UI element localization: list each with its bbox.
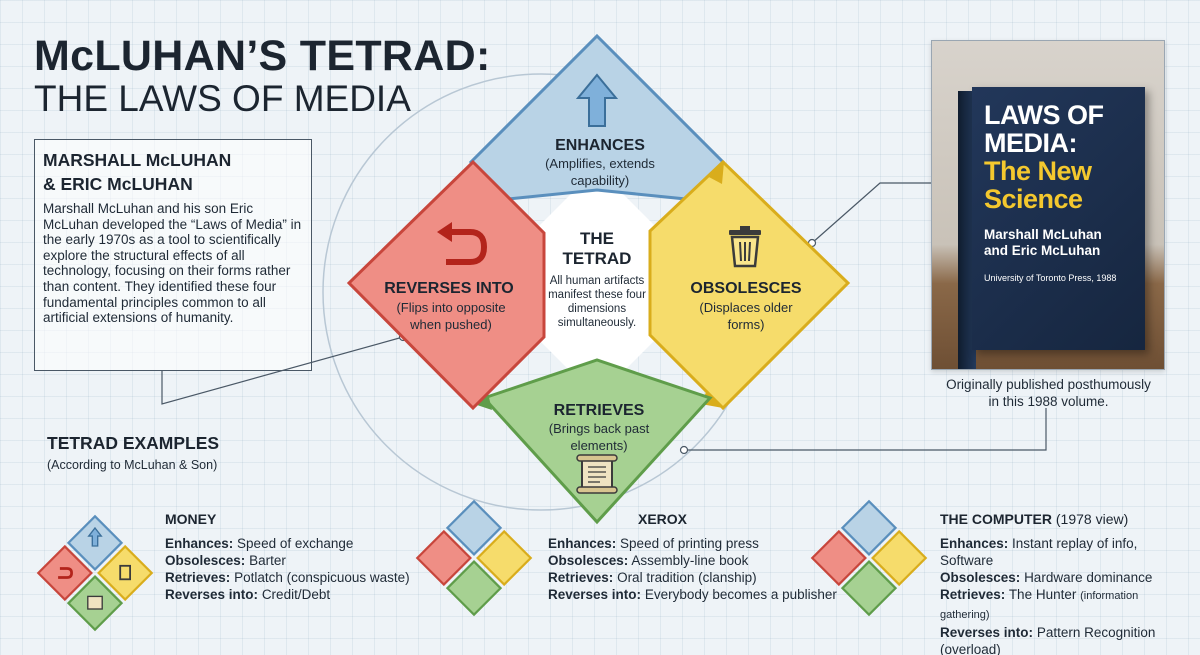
example-computer-reverses-line2: (overload) xyxy=(940,642,1001,655)
example-xerox-reverses: Reverses into: Everybody becomes a publi… xyxy=(548,587,837,602)
authors-connector-line xyxy=(161,336,404,405)
authors-heading-line1: MARSHALL McLUHAN xyxy=(43,150,232,170)
example-computer-title: THE COMPUTER (1978 view) xyxy=(940,511,1129,527)
example-money-reverses: Reverses into: Credit/Debt xyxy=(165,587,331,602)
example-money-title: MONEY xyxy=(165,511,217,527)
book-publisher: University of Toronto Press, 1988 xyxy=(984,273,1117,283)
book-caption-line2: in this 1988 volume. xyxy=(988,394,1109,409)
enhances-quadrant: ENHANCES (Amplifies, extends capability) xyxy=(468,33,726,201)
obsolesces-desc-line2: forms) xyxy=(728,317,765,332)
book-caption: Originally published posthumously in thi… xyxy=(932,376,1165,410)
reverses-desc-line1: (Flips into opposite xyxy=(396,300,505,315)
book-title-line1: LAWS OF xyxy=(984,100,1104,130)
book-photo: LAWS OF MEDIA: The New Science Marshall … xyxy=(931,40,1165,370)
example-computer-enhances: Enhances: Instant replay of info, Softwa… xyxy=(940,536,1138,568)
example-money-obsolesces: Obsolesces: Barter xyxy=(165,553,286,568)
authors-heading-line2: & ERIC McLUHAN xyxy=(43,174,193,194)
book-title-line3: The New xyxy=(984,156,1092,186)
example-computer-reverses: Reverses into: Pattern Recognition xyxy=(940,625,1156,640)
center-title-line1: THE xyxy=(580,229,614,248)
retrieves-title: RETRIEVES xyxy=(554,402,645,419)
example-money: MONEY Enhances: Speed of exchange Obsole… xyxy=(165,511,425,603)
page-subtitle: THE LAWS OF MEDIA xyxy=(34,78,411,119)
example-xerox-retrieves: Retrieves: Oral tradition (clanship) xyxy=(548,570,757,585)
center-desc-line2: manifest these four xyxy=(548,289,646,301)
obsolesces-desc-line1: (Displaces older xyxy=(699,300,793,315)
caption-connector-line xyxy=(684,408,1047,451)
book-caption-line1: Originally published posthumously xyxy=(946,377,1151,392)
example-computer: THE COMPUTER (1978 view) Enhances: Insta… xyxy=(940,511,1190,655)
enhances-title: ENHANCES xyxy=(555,137,645,154)
example-computer-retrieves: Retrieves: The Hunter (information gathe… xyxy=(940,587,1139,621)
authors-info-box: MARSHALL McLUHAN & ERIC McLUHAN Marshall… xyxy=(34,139,312,371)
example-xerox-obsolesces: Obsolesces: Assembly-line book xyxy=(548,553,749,568)
book-authors-line2: and Eric McLuhan xyxy=(984,243,1101,258)
trash-can-icon xyxy=(729,226,761,268)
obsolesces-quadrant: OBSOLESCES (Displaces older forms) xyxy=(648,159,851,411)
u-turn-arrow-icon xyxy=(437,222,488,265)
page-title: McLUHAN’S TETRAD: xyxy=(34,32,491,80)
example-computer-obsolesces: Obsolesces: Hardware dominance xyxy=(940,570,1153,585)
example-xerox: XEROX Enhances: Speed of printing press … xyxy=(548,511,848,603)
reverses-desc-line2: when pushed) xyxy=(409,317,492,332)
enhances-desc-line2: capability) xyxy=(571,173,630,188)
center-title-line2: TETRAD xyxy=(563,249,632,268)
retrieves-desc-line2: elements) xyxy=(570,438,627,453)
retrieves-desc-line1: (Brings back past xyxy=(549,421,650,436)
examples-heading: TETRAD EXAMPLES xyxy=(47,433,220,453)
scroll-icon xyxy=(576,454,618,494)
center-desc-line4: simultaneously. xyxy=(558,317,636,329)
center-desc-line1: All human artifacts xyxy=(550,275,645,287)
example-money-retrieves: Retrieves: Potlatch (conspicuous waste) xyxy=(165,570,410,585)
example-xerox-title: XEROX xyxy=(638,511,688,527)
caption-connector-dot xyxy=(679,445,689,455)
book-title-line4: Science xyxy=(984,184,1083,214)
book-spine xyxy=(958,91,976,369)
enhances-desc-line1: (Amplifies, extends xyxy=(545,156,655,171)
center-desc-line3: dimensions xyxy=(568,303,626,315)
up-arrow-icon xyxy=(575,73,619,127)
mini-tetrad-money xyxy=(36,514,154,632)
example-money-enhances: Enhances: Speed of exchange xyxy=(165,536,354,551)
reverses-title: REVERSES INTO xyxy=(384,280,514,297)
mini-tetrad-xerox xyxy=(415,499,533,617)
examples-subheading: (According to McLuhan & Son) xyxy=(47,458,218,472)
book-cover: LAWS OF MEDIA: The New Science Marshall … xyxy=(972,87,1145,350)
reverses-quadrant: REVERSES INTO (Flips into opposite when … xyxy=(346,159,546,411)
obsolesces-title: OBSOLESCES xyxy=(690,280,801,297)
book-authors-line1: Marshall McLuhan xyxy=(984,227,1102,242)
book-connector-line xyxy=(811,182,931,244)
mini-tetrad-computer xyxy=(810,499,928,617)
book-authors: Marshall McLuhan and Eric McLuhan xyxy=(984,227,1135,259)
example-xerox-enhances: Enhances: Speed of printing press xyxy=(548,536,759,551)
book-title-line2: MEDIA: xyxy=(984,128,1078,158)
retrieves-quadrant: RETRIEVES (Brings back past elements) xyxy=(468,358,713,525)
authors-description: Marshall McLuhan and his son Eric McLuha… xyxy=(43,201,302,326)
